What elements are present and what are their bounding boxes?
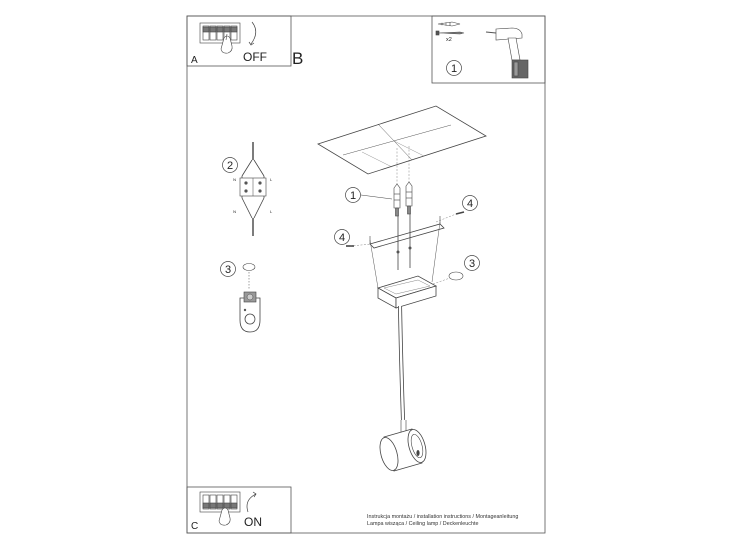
caption-line-1: Instrukcja montażu / installation instru… [367, 514, 519, 520]
off-label: OFF [243, 50, 267, 64]
cover-cap-icon [448, 271, 464, 281]
screw-right-icon [455, 211, 465, 215]
screw-icon [435, 30, 465, 36]
assembly-diagram: 1 4 4 3 [317, 105, 487, 472]
callout-4-right: 4 [467, 198, 473, 210]
wall-plug-icon [437, 21, 461, 27]
mounting-bracket [369, 223, 445, 249]
hand-icon [220, 33, 233, 54]
cover-cap-detail: 3 [220, 261, 261, 333]
terminal-l-bottom: L [270, 209, 273, 214]
terminal-n-top: N [233, 177, 236, 182]
terminal-n-bottom: N [233, 209, 236, 214]
tool-step-number: 1 [451, 63, 457, 75]
callout-2: 2 [227, 160, 233, 172]
panel-c-letter: C [191, 521, 198, 532]
quantity-label: x2 [446, 37, 452, 43]
panel-c: ON C [186, 486, 292, 534]
wall-anchors [393, 181, 413, 217]
drill-icon [485, 27, 529, 79]
callout-4-left: 4 [339, 232, 345, 244]
ceiling-surface [317, 105, 487, 175]
arrow-up-icon [246, 493, 257, 513]
panel-b-letter: B [292, 49, 303, 68]
panel-a-letter: A [191, 55, 198, 66]
arrow-down-icon [250, 21, 257, 45]
on-label: ON [244, 515, 262, 529]
wire-connector-detail: 2 N L N L [222, 142, 273, 236]
hand-on-icon [218, 507, 231, 526]
breaker-on-icon [199, 491, 241, 513]
callout-1: 1 [350, 190, 356, 202]
callout-3-detail: 3 [225, 264, 231, 276]
cap-icon [242, 263, 256, 271]
caption-line-2: Lampa wisząca / Ceiling lamp / Deckenleu… [367, 521, 479, 527]
callout-3: 3 [469, 258, 475, 270]
page-frame [186, 15, 546, 534]
panel-a: OFF A [186, 15, 292, 67]
spotlight-head [379, 428, 427, 472]
tool-panel: x2 1 [431, 15, 546, 84]
breaker-icon [199, 22, 241, 44]
terminal-l-top: L [270, 177, 273, 182]
